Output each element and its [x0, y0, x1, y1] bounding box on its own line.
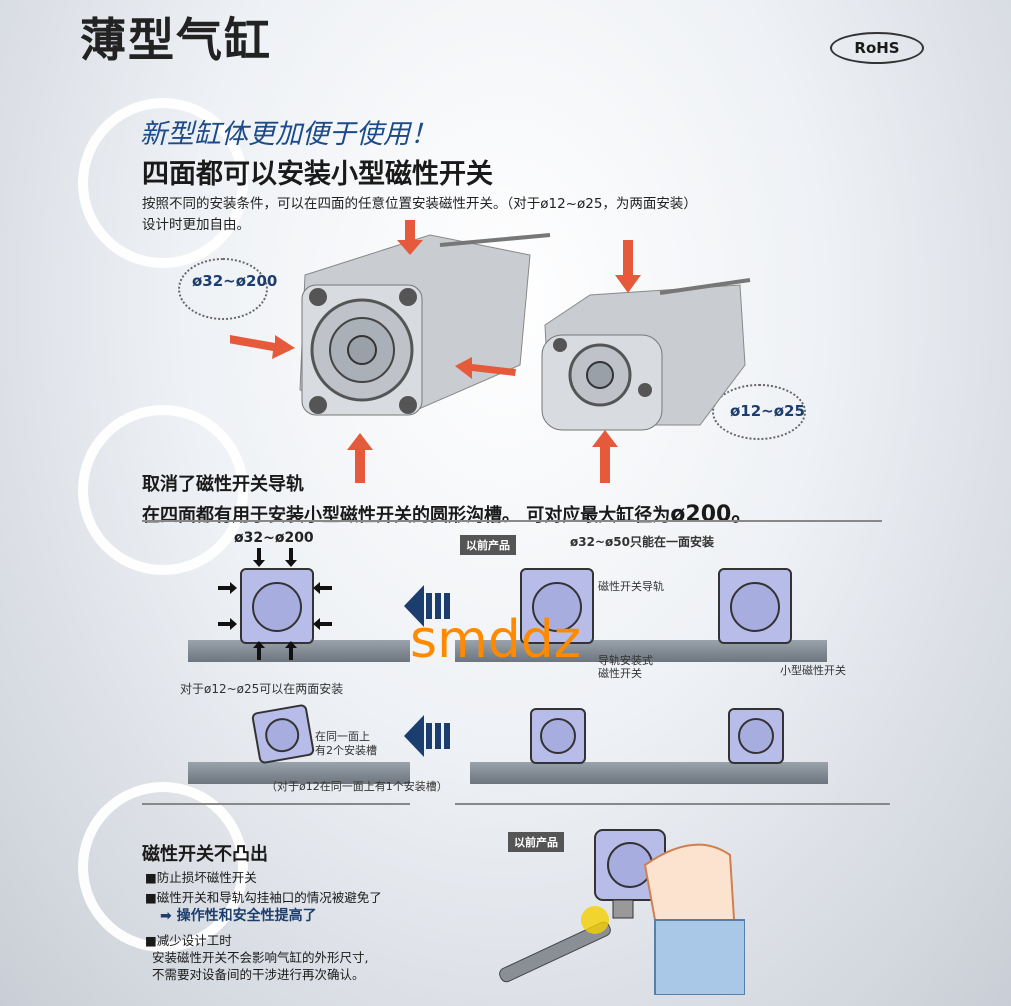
feature3-heading: 磁性开关不凸出: [142, 844, 268, 865]
base-new-bottom: [188, 762, 410, 784]
divider-right: [455, 803, 890, 805]
mount-direction-arrows: [218, 548, 332, 660]
prev-small-cylinder-section-1: [530, 708, 586, 764]
feature3-result: ➡ 操作性和安全性提高了: [160, 908, 317, 924]
base-new-top: [188, 640, 410, 662]
feature1-tagline: 新型缸体更加便于使用！: [140, 119, 437, 150]
prev-product-tag: 以前产品: [460, 535, 516, 555]
large-cylinder: [299, 233, 551, 416]
decor-ring-top: [78, 98, 248, 268]
decor-ring-bottom: [78, 782, 248, 952]
range-large-circle: [178, 258, 268, 320]
label-switch-rail: 磁性开关导轨: [598, 580, 664, 593]
decor-ring-middle: [78, 405, 248, 575]
range-small-label: ø12~ø25: [730, 402, 805, 420]
one-side-note-1: 在同一面上: [315, 730, 370, 743]
feature2-heading-2-text: 在四面都有用于安装小型磁性开关的圆形沟槽。 可对应最大缸径为: [142, 505, 671, 526]
range-small-circle: [712, 384, 806, 440]
feature1-desc-1: 按照不同的安装条件，可以在四面的任意位置安装磁性开关。（对于ø12~ø25，为两…: [142, 196, 697, 212]
new-cylinder-section: [240, 568, 314, 644]
mount-arrows: [230, 220, 641, 483]
twelve-note: （对于ø12在同一面上有1个安装槽）: [266, 780, 448, 793]
rohs-badge: RoHS: [830, 32, 924, 64]
prev-range-label: ø32~ø50只能在一面安装: [570, 535, 714, 549]
feature3-bullet-3-line2: 不需要对设备间的干涉进行再次确认。: [152, 967, 365, 982]
feature3-bullet-3: ■减少设计工时: [145, 933, 232, 948]
prev-cylinder-section-2: [718, 568, 792, 644]
feature2-heading-1: 取消了磁性开关导轨: [142, 474, 304, 495]
feature2-heading-2: 在四面都有用于安装小型磁性开关的圆形沟槽。 可对应最大缸径为ø200。: [142, 496, 753, 528]
prev-small-cylinder-section-2: [728, 708, 784, 764]
new-range-label: ø32~ø200: [234, 530, 314, 546]
compare-arrow-top: [404, 585, 450, 627]
base-prev-bottom: [470, 762, 828, 784]
watermark: smddz: [410, 610, 582, 670]
feature3-bullet-2: ■磁性开关和导轨勾挂袖口的情况被避免了: [145, 890, 382, 905]
prev-cylinder-section-1: [520, 568, 594, 644]
page-title: 薄型气缸: [80, 13, 272, 67]
feature2-heading-2-number: ø200。: [670, 502, 754, 527]
feature1-heading: 四面都可以安装小型磁性开关: [142, 159, 493, 190]
one-side-note-2: 有2个安装槽: [315, 744, 377, 757]
range-large-label: ø32~ø200: [192, 272, 278, 290]
compare-arrow-bottom: [404, 715, 450, 757]
feature1-desc-2: 设计时更加自由。: [142, 217, 250, 233]
two-sides-note: 对于ø12~ø25可以在两面安装: [180, 682, 344, 696]
snag-illustration: [499, 829, 745, 995]
label-rail-switch-1: 导轨安装式: [598, 654, 653, 667]
feature3-prev-tag: 以前产品: [508, 832, 564, 852]
label-small-switch: 小型磁性开关: [780, 664, 846, 677]
divider-left: [142, 803, 410, 805]
new-small-cylinder-section: [250, 703, 316, 765]
feature2-underline: [142, 520, 882, 522]
feature3-bullet-3-line1: 安装磁性开关不会影响气缸的外形尺寸,: [152, 950, 369, 965]
small-cylinder: [541, 278, 751, 431]
cylinder-illustration: [230, 220, 751, 483]
base-prev-top: [455, 640, 827, 662]
feature3-bullet-1: ■防止损坏磁性开关: [145, 870, 257, 885]
label-rail-switch-2: 磁性开关: [598, 667, 642, 680]
